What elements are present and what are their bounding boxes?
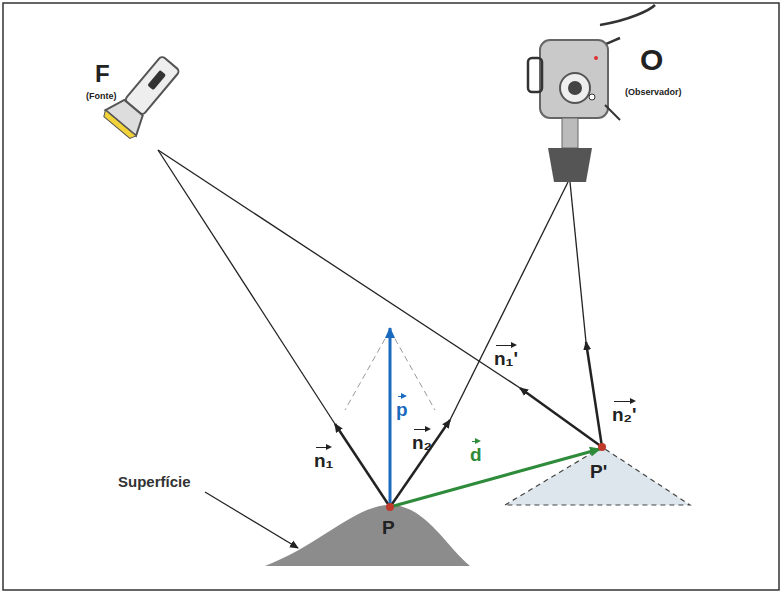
- light-ray: [158, 150, 520, 388]
- vector-d: [390, 449, 600, 507]
- leader-line: [205, 492, 298, 548]
- vector-n2-prime: [586, 342, 602, 447]
- vector-label: n₂': [612, 398, 637, 424]
- frame: [3, 3, 779, 590]
- source-letter: F: [95, 62, 110, 86]
- vector-label: n₂: [412, 426, 432, 452]
- part-name: Superfície: [118, 474, 191, 489]
- point-label: P: [382, 518, 395, 537]
- point-label: P': [590, 462, 607, 481]
- view-ray: [450, 182, 568, 420]
- observer-caption: (Observador): [625, 88, 682, 97]
- vector-n1: [335, 424, 390, 507]
- vector-p: [389, 328, 392, 507]
- observer-letter: O: [640, 45, 663, 75]
- vector-label: n₁: [314, 444, 333, 470]
- vector-label: n₁': [494, 342, 518, 368]
- displaced-surface: [505, 447, 690, 505]
- point: [598, 443, 606, 451]
- point: [386, 503, 394, 511]
- surface: [265, 505, 470, 566]
- vector-label: p: [396, 393, 408, 419]
- view-ray: [570, 182, 586, 342]
- cone-line: [345, 330, 390, 410]
- cone-line: [390, 330, 435, 410]
- vector-n1-prime: [520, 388, 602, 447]
- light-ray: [158, 150, 335, 424]
- vector-label: d: [470, 438, 482, 464]
- source-caption: (Fonte): [86, 92, 117, 101]
